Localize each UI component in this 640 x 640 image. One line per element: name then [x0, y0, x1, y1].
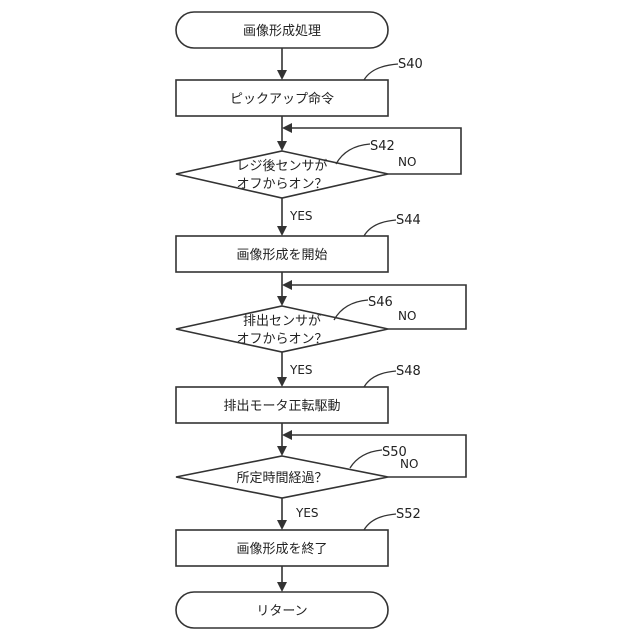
- step-label-s46: S46: [368, 295, 393, 310]
- end-label: リターン: [256, 604, 307, 619]
- arrowhead-s48-s50: [277, 446, 287, 456]
- branch-yes-s42: YES: [289, 209, 313, 223]
- step-label-s40: S40: [398, 57, 423, 72]
- arrowhead-s42-s44: [277, 226, 287, 236]
- leader-s48: [364, 371, 396, 387]
- decision-s46-line2: オフからオン？: [236, 332, 327, 347]
- decision-s46-line1: 排出センサが: [243, 314, 321, 329]
- branch-no-s50: NO: [400, 457, 418, 471]
- leader-s44: [364, 220, 396, 236]
- process-s52-label: 画像形成を終了: [236, 541, 327, 557]
- process-s44-label: 画像形成を開始: [236, 248, 327, 263]
- step-label-s44: S44: [396, 213, 421, 228]
- process-s40-label: ピックアップ命令: [230, 91, 334, 107]
- leader-s52: [364, 514, 396, 530]
- arrowhead-s40-s42: [277, 141, 287, 151]
- decision-s50-label: 所定時間経過？: [236, 471, 327, 486]
- branch-yes-s50: YES: [295, 506, 319, 520]
- branch-no-s42: NO: [398, 155, 416, 169]
- process-s48-label: 排出モータ正転駆動: [223, 399, 340, 414]
- leader-s50: [350, 450, 382, 468]
- leader-s42: [336, 144, 370, 164]
- leader-s46: [334, 300, 368, 320]
- start-label: 画像形成処理: [243, 24, 321, 39]
- arrowhead-loop-s46: [282, 280, 292, 290]
- arrowhead-s50-s52: [277, 520, 287, 530]
- decision-s42-line1: レジ後センサが: [236, 159, 327, 174]
- leader-s40: [364, 64, 398, 80]
- arrowhead-s46-s48: [277, 377, 287, 387]
- branch-yes-s46: YES: [289, 363, 313, 377]
- step-label-s42: S42: [370, 139, 395, 154]
- branch-no-s46: NO: [398, 309, 416, 323]
- arrowhead-start-s40: [277, 70, 287, 80]
- arrowhead-s52-end: [277, 582, 287, 592]
- arrowhead-s44-s46: [277, 296, 287, 306]
- arrowhead-loop-s50: [282, 430, 292, 440]
- step-label-s52: S52: [396, 507, 421, 522]
- step-label-s48: S48: [396, 364, 421, 379]
- arrowhead-loop-s42: [282, 123, 292, 133]
- decision-s42-line2: オフからオン？: [236, 177, 327, 192]
